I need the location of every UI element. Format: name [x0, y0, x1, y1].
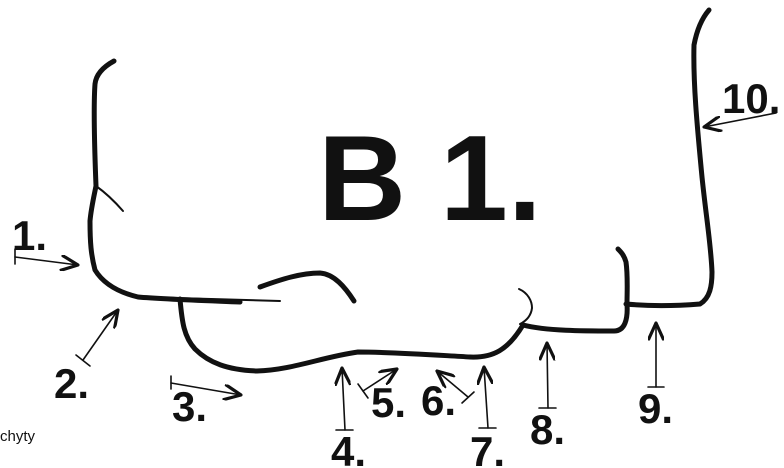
label-10: 10. — [722, 75, 780, 122]
arrow-7 — [484, 367, 488, 429]
label-1: 1. — [12, 212, 47, 259]
raised-curve-line — [257, 270, 357, 304]
left-wall-branch — [95, 185, 124, 212]
arrow-3 — [170, 382, 241, 395]
right-wall-line — [623, 7, 715, 308]
arrow-8 — [547, 343, 548, 409]
arrow-6 — [437, 371, 469, 398]
label-4: 4. — [331, 428, 366, 468]
label-6: 6. — [421, 377, 456, 424]
arrow-5 — [362, 369, 397, 392]
left-wall-line — [87, 58, 243, 305]
label-8: 8. — [530, 406, 565, 453]
arrow-2 — [82, 310, 118, 361]
floor-line — [177, 296, 526, 374]
arrow-6-tail — [461, 391, 475, 404]
arrow-1 — [14, 257, 78, 265]
arrow-4 — [342, 368, 345, 431]
label-5: 5. — [371, 379, 406, 426]
label-7: 7. — [470, 428, 505, 468]
label-2: 2. — [54, 360, 89, 407]
small-hook-line — [518, 288, 533, 325]
arrow-10 — [704, 112, 777, 127]
arrow-2-tail — [75, 354, 91, 367]
label-9: 9. — [638, 385, 673, 432]
label-3: 3. — [172, 383, 207, 430]
arrow-5-tail — [357, 383, 369, 399]
caption: chyty — [0, 428, 36, 445]
step-line — [520, 246, 630, 334]
upper-step-line — [137, 296, 281, 302]
diagram-title: B 1. — [318, 110, 542, 246]
